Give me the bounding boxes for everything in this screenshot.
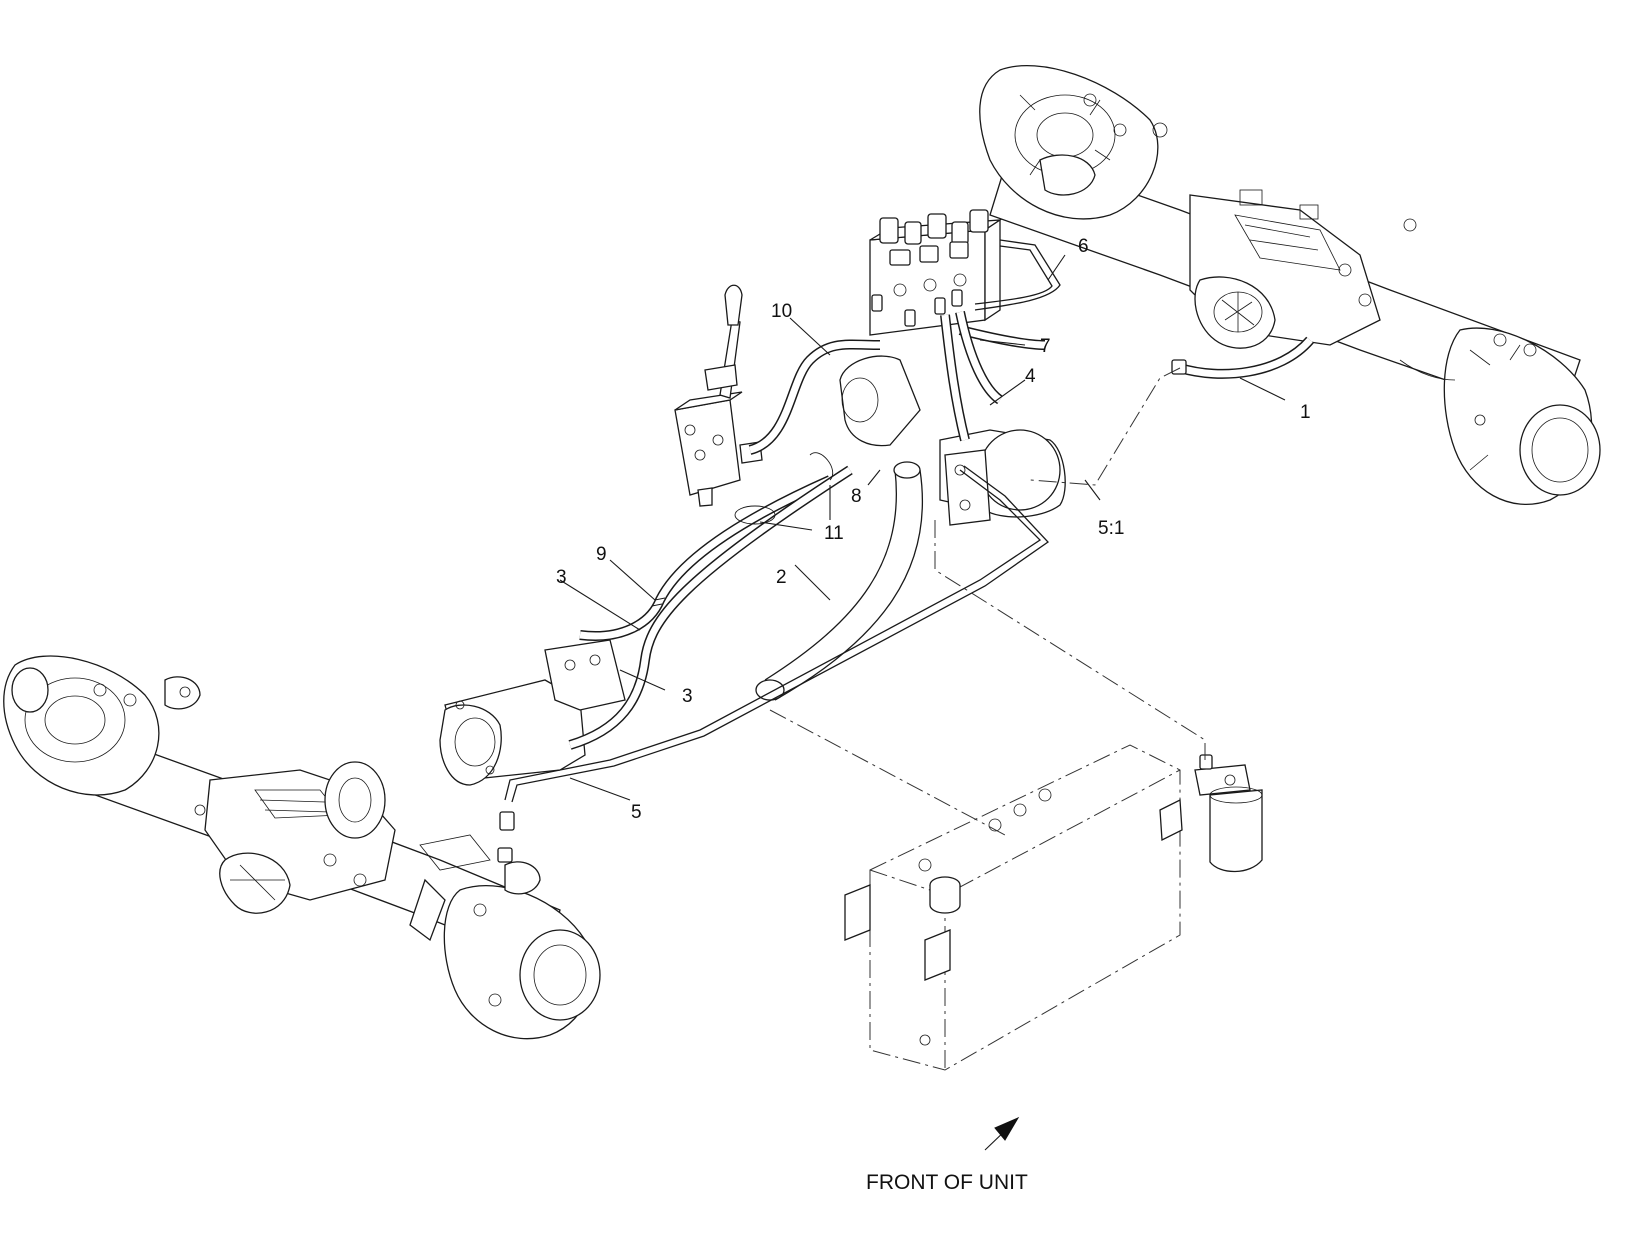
callout-11: 11 [824, 523, 844, 544]
return-filter [1194, 754, 1263, 873]
callout-3-lower: 3 [682, 686, 693, 707]
front-axle-assembly [3, 655, 601, 1040]
drive-motor-left [439, 639, 626, 786]
callout-3-upper: 3 [556, 567, 567, 588]
loader-control-valve [674, 284, 763, 507]
callout-6: 6 [1078, 236, 1089, 257]
callout-10: 10 [771, 301, 792, 322]
connection-lines [769, 367, 1206, 836]
front-of-unit-indicator: FRONT OF UNIT [866, 1116, 1028, 1194]
callouts: 1 2 3 3 4 5 5:1 6 7 8 9 10 11 [556, 236, 1311, 823]
rear-axle-assembly [979, 64, 1601, 505]
callout-1: 1 [1300, 402, 1311, 423]
front-of-unit-label: FRONT OF UNIT [866, 1171, 1028, 1194]
callout-8: 8 [851, 486, 862, 507]
hydraulic-tank [844, 744, 1183, 1071]
hose-assemblies [497, 239, 1314, 863]
callout-5-1: 5:1 [1098, 518, 1124, 539]
callout-9: 9 [596, 544, 607, 565]
callout-5: 5 [631, 802, 642, 823]
callout-7: 7 [1040, 336, 1051, 357]
callout-2: 2 [776, 567, 787, 588]
hydraulic-pump-center [839, 355, 921, 447]
callout-4: 4 [1025, 366, 1036, 387]
drive-motor-right [939, 429, 1066, 526]
main-control-valve [869, 209, 1003, 336]
front-direction-arrow-head [994, 1116, 1020, 1141]
leader-lines [559, 254, 1286, 801]
